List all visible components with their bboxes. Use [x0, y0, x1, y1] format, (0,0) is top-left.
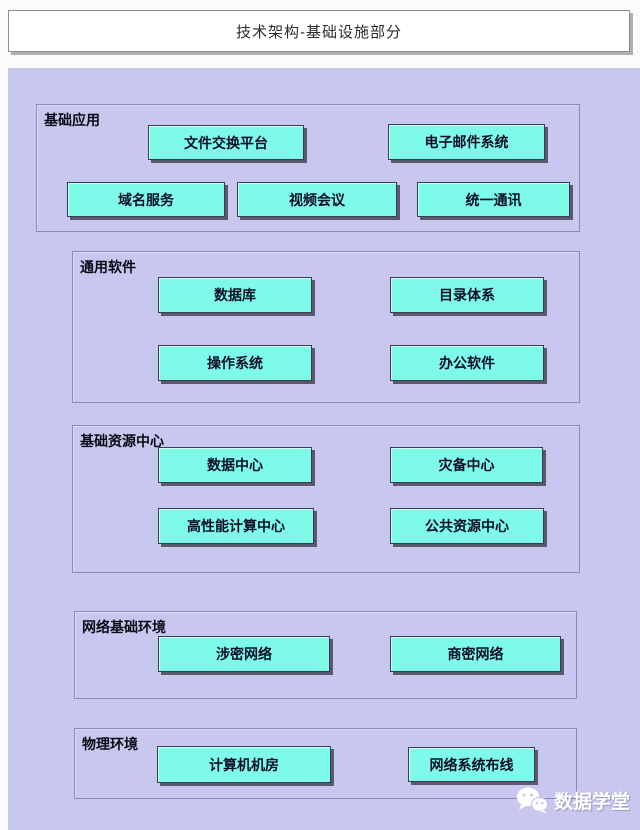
node-classified-network: 涉密网络: [158, 636, 330, 672]
node-data-center: 数据中心: [158, 447, 312, 483]
section-network-basic-environment: 网络基础环境: [74, 611, 577, 699]
node-disaster-recovery-center: 灾备中心: [390, 447, 543, 483]
section-label: 基础资源中心: [80, 433, 164, 449]
watermark-label: 数据学堂: [554, 791, 631, 813]
section-basic-applications: 基础应用: [36, 104, 580, 232]
node-commercial-secret-network: 商密网络: [390, 636, 561, 672]
section-label: 网络基础环境: [82, 619, 166, 635]
node-video-conference: 视频会议: [237, 182, 397, 217]
section-label: 物理环境: [82, 736, 138, 752]
node-operating-system: 操作系统: [158, 345, 312, 381]
node-file-exchange-platform: 文件交换平台: [148, 125, 304, 160]
section-basic-resource-center: 基础资源中心: [72, 425, 580, 573]
node-public-resource-center: 公共资源中心: [390, 508, 544, 544]
node-office-software: 办公软件: [390, 345, 544, 381]
section-physical-environment: 物理环境: [74, 728, 577, 799]
node-domain-name-service: 域名服务: [67, 182, 225, 217]
node-directory-system: 目录体系: [390, 277, 544, 313]
section-general-software: 通用软件: [72, 251, 580, 403]
node-email-system: 电子邮件系统: [388, 124, 545, 160]
node-database: 数据库: [158, 277, 312, 313]
node-network-cabling: 网络系统布线: [408, 747, 535, 782]
node-computer-room: 计算机机房: [157, 746, 331, 783]
page-title: 技术架构-基础设施部分: [236, 23, 402, 41]
watermark: 数据学堂: [516, 786, 630, 814]
node-unified-communications: 统一通讯: [417, 182, 570, 217]
node-hpc-center: 高性能计算中心: [158, 508, 314, 544]
section-label: 基础应用: [44, 112, 100, 128]
section-label: 通用软件: [80, 259, 136, 275]
wechat-icon: [516, 787, 548, 814]
title-bar: 技术架构-基础设施部分: [8, 10, 630, 52]
